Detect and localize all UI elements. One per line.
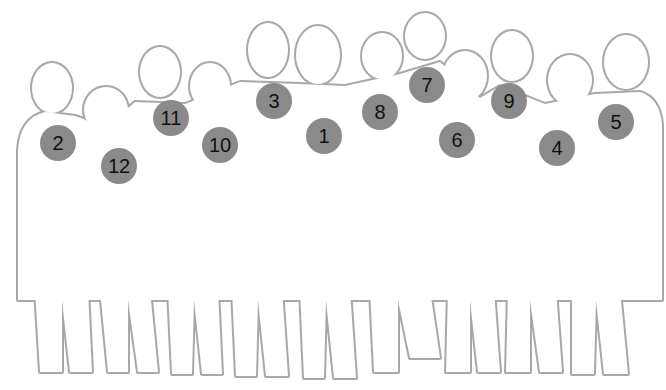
callout-number: 2: [52, 133, 63, 153]
callout-circle: 8: [362, 94, 398, 130]
callout-number: 10: [209, 135, 231, 155]
callout-circle: 3: [256, 83, 292, 119]
callout-number: 5: [610, 112, 621, 132]
callout-number: 9: [503, 91, 514, 111]
callout-circle: 7: [409, 67, 445, 103]
callout-circle: 12: [101, 148, 137, 184]
callout-circle: 9: [491, 83, 527, 119]
callout-number: 6: [451, 130, 462, 150]
callout-number: 1: [318, 126, 329, 146]
callout-number: 7: [421, 75, 432, 95]
callout-circle: 2: [40, 125, 76, 161]
callout-number: 12: [108, 156, 130, 176]
callout-number: 4: [551, 138, 562, 158]
callout-number: 11: [161, 108, 182, 128]
callout-circle: 1: [306, 118, 342, 154]
callout-circle: 10: [202, 127, 238, 163]
callout-circle: 5: [598, 104, 634, 140]
callout-circle: 6: [439, 122, 475, 158]
callout-circle: 11: [153, 100, 189, 136]
callout-number: 8: [374, 102, 385, 122]
callout-circle: 4: [539, 130, 575, 166]
callout-number: 3: [268, 91, 279, 111]
